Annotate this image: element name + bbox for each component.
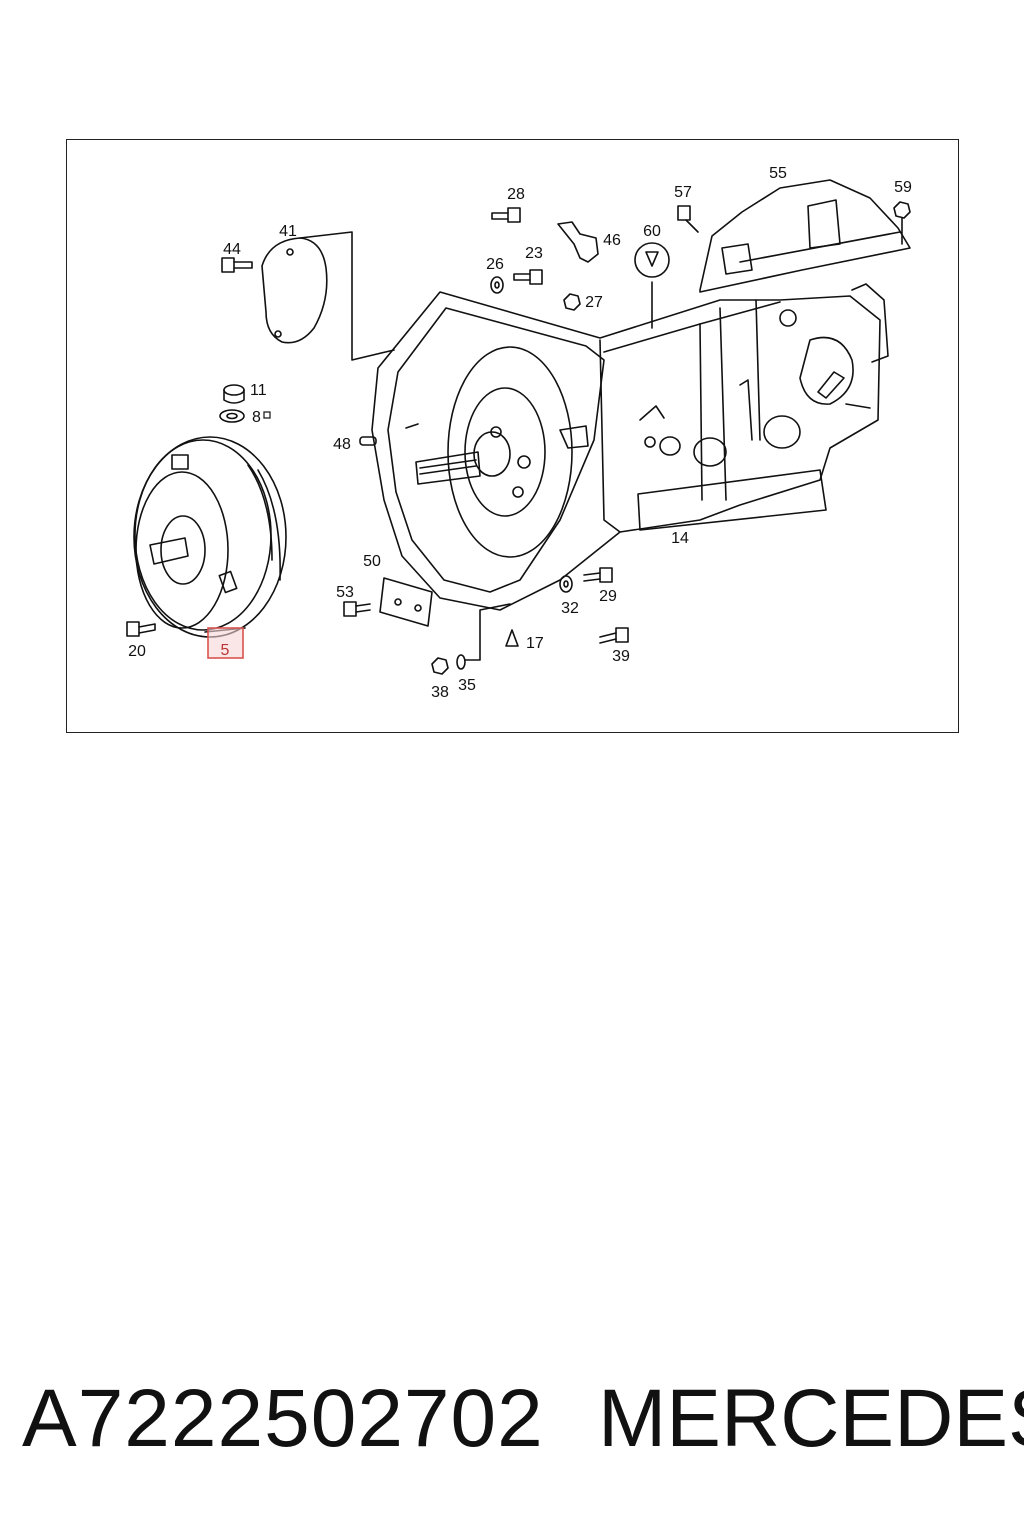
callout-32: 32 — [561, 600, 579, 617]
bolt-44 — [221, 257, 253, 273]
bolt-28 — [491, 207, 521, 223]
bracket-46 — [557, 221, 599, 263]
plate-50 — [379, 577, 433, 627]
callout-35: 35 — [458, 677, 476, 694]
bolt-53 — [343, 601, 371, 617]
bolt-29 — [583, 567, 613, 583]
crossmember-55 — [699, 179, 911, 293]
callout-14: 14 — [671, 530, 689, 547]
marker-icon — [263, 411, 271, 419]
callout-50: 50 — [363, 553, 381, 570]
brand-name: MERCEDES — [598, 1373, 1024, 1464]
callout-11: 11 — [250, 382, 267, 399]
callout-59: 59 — [894, 179, 912, 196]
nut-27 — [563, 293, 581, 311]
mount-60 — [634, 242, 670, 278]
cover-plate-41 — [261, 231, 395, 361]
callout-5: 5 — [221, 642, 230, 659]
callout-28: 28 — [507, 186, 525, 203]
callout-55: 55 — [769, 165, 787, 182]
callout-57: 57 — [674, 184, 692, 201]
torque-converter — [133, 436, 287, 638]
washer-26 — [490, 276, 504, 294]
plug-11 — [219, 384, 245, 423]
callout-44: 44 — [223, 241, 241, 258]
callout-46: 46 — [603, 232, 621, 249]
callout-29: 29 — [599, 588, 617, 605]
breather-17 — [505, 629, 519, 647]
callout-38: 38 — [431, 684, 449, 701]
bolt-23 — [513, 269, 543, 285]
callout-23: 23 — [525, 245, 543, 262]
bolt-20 — [126, 621, 156, 637]
callout-48: 48 — [333, 436, 351, 453]
caption: A7222502702 MERCEDES — [0, 1372, 1024, 1464]
highlight-box-5 — [207, 627, 244, 659]
callout-27: 27 — [585, 294, 603, 311]
callout-26: 26 — [486, 256, 504, 273]
bolt-57 — [677, 205, 699, 233]
nut-59 — [893, 201, 911, 245]
callout-8: 8 — [252, 409, 261, 426]
washer-32 — [559, 575, 573, 593]
part-number: A7222502702 — [22, 1373, 544, 1464]
callout-60: 60 — [643, 223, 661, 240]
dowel-48 — [359, 436, 377, 446]
washer-35 — [456, 603, 511, 670]
bolt-39 — [599, 627, 629, 644]
callout-41: 41 — [279, 223, 297, 240]
callout-20: 20 — [128, 643, 146, 660]
callout-53: 53 — [336, 584, 354, 601]
transmission-housing — [371, 283, 889, 611]
callout-17: 17 — [526, 635, 544, 652]
callout-39: 39 — [612, 648, 630, 665]
nut-38 — [431, 657, 449, 675]
